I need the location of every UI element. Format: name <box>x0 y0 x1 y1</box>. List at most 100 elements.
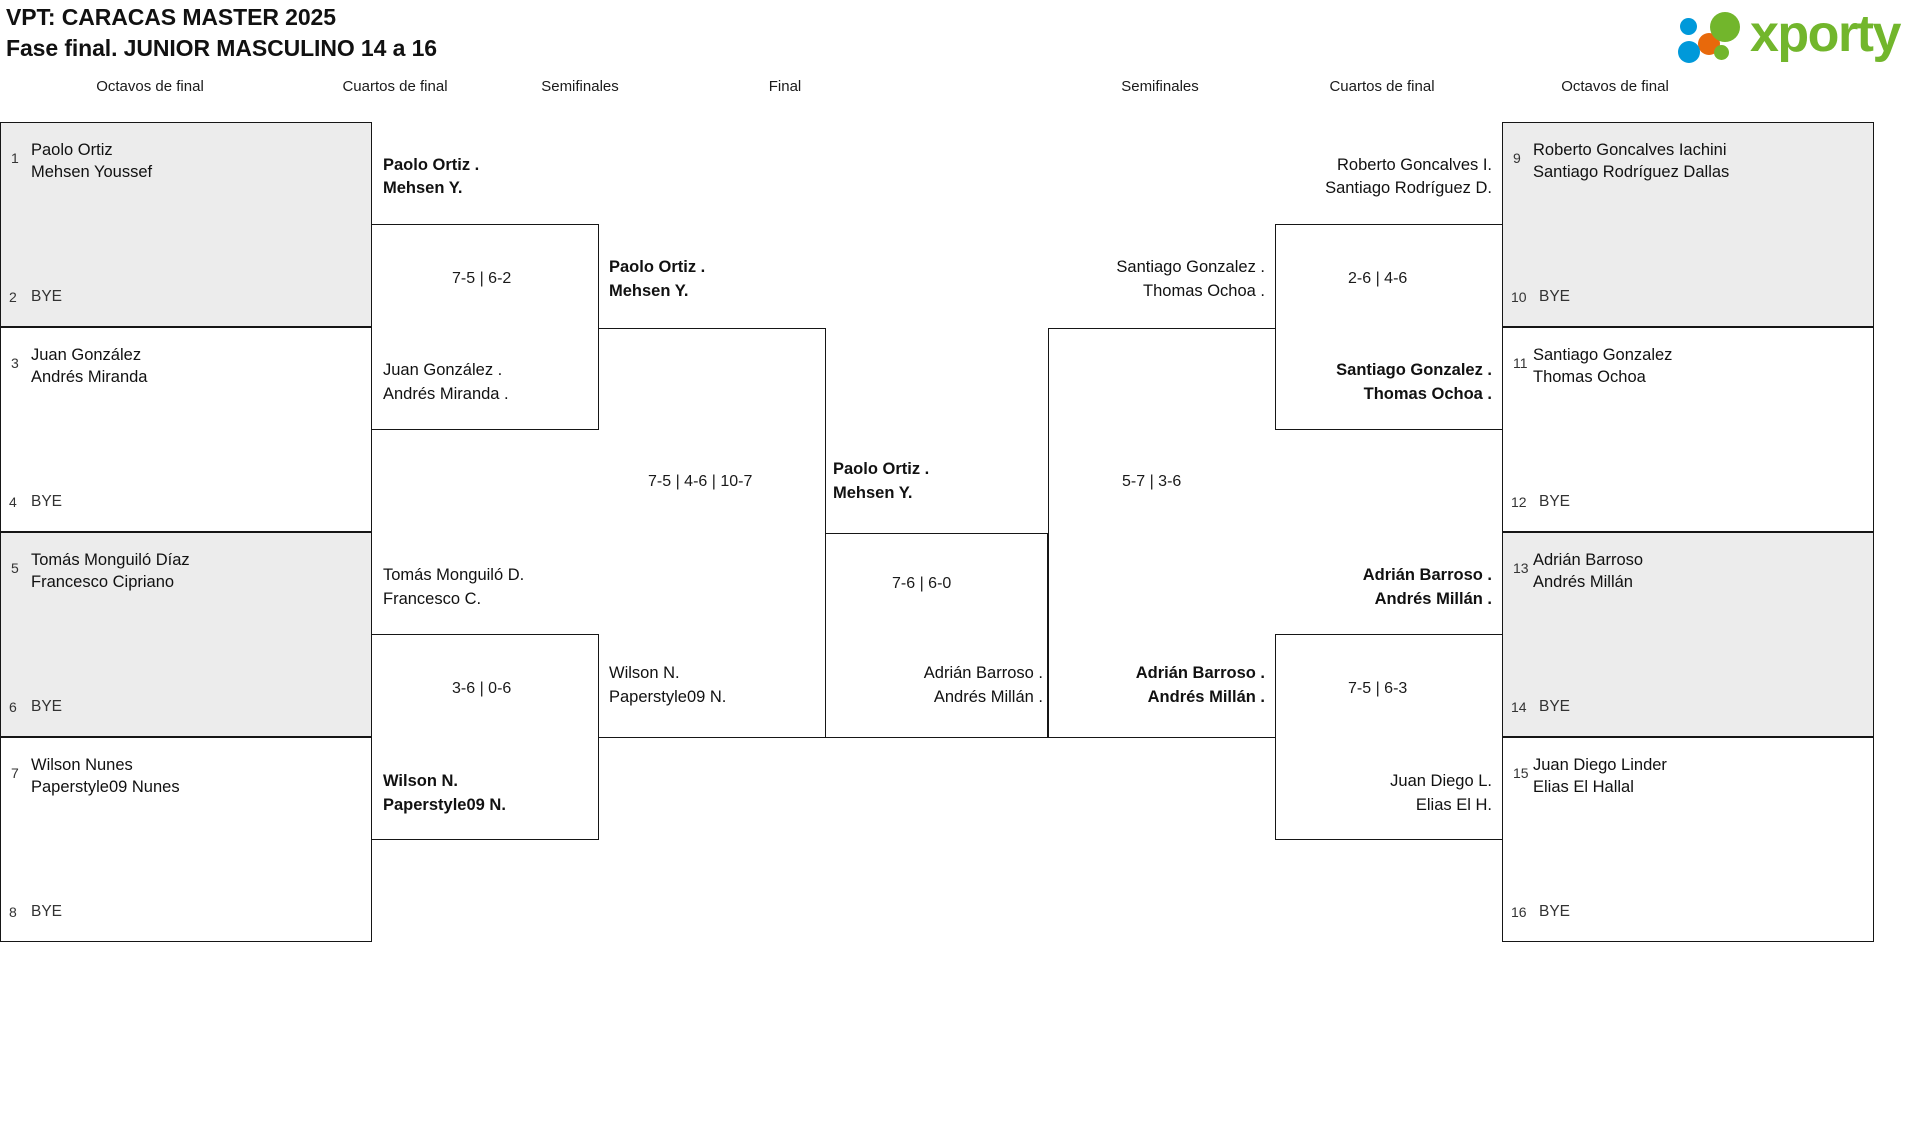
player-name: Roberto Goncalves Iachini <box>1533 141 1727 159</box>
player-name: Juan González <box>31 346 142 364</box>
sf-left-loser-line2: Paperstyle09 N. <box>609 688 727 706</box>
player-name: Tomás Monguiló Díaz <box>31 551 190 569</box>
qf-right-2-score: 7-5 | 6-3 <box>1348 680 1408 697</box>
qf-right-2-winner-line2: Andrés Millán . <box>1374 590 1492 608</box>
round-heading-sf-left: Semifinales <box>541 78 619 95</box>
qf-right-2-winner-line1: Adrián Barroso . <box>1362 566 1492 584</box>
seed-number: 3 <box>11 355 19 371</box>
player-name: Mehsen Youssef <box>31 163 153 181</box>
tournament-phase: Fase final. JUNIOR MASCULINO 14 a 16 <box>6 35 437 61</box>
player-name: Adrián Barroso <box>1533 551 1644 569</box>
player-name: Paperstyle09 Nunes <box>31 778 180 796</box>
r16-left-match-4[interactable]: 7 Wilson Nunes Paperstyle09 Nunes 8 BYE <box>0 737 372 942</box>
qf-right-2-loser-line2: Elias El H. <box>1415 796 1492 814</box>
qf-right-connector-2 <box>1275 634 1502 840</box>
sf-left-connector <box>599 328 826 738</box>
final-loser-line1: Adrián Barroso . <box>923 664 1043 682</box>
seed-number: 7 <box>11 765 19 781</box>
seed-number: 10 <box>1511 289 1527 305</box>
final-score: 7-6 | 6-0 <box>892 575 952 592</box>
sf-left-winner-line2: Mehsen Y. <box>609 282 689 300</box>
round-heading-qf-left: Cuartos de final <box>342 78 448 95</box>
seed-number: 11 <box>1513 355 1528 371</box>
sf-left-winner-line1: Paolo Ortiz . <box>609 258 706 276</box>
sf-right-winner-line2: Andrés Millán . <box>1147 688 1265 706</box>
player-name: Wilson Nunes <box>31 756 133 774</box>
qf-left-2-loser-line1: Tomás Monguiló D. <box>383 566 525 584</box>
seed-number: 13 <box>1513 560 1529 576</box>
round-heading-qf-right: Cuartos de final <box>1329 78 1435 95</box>
player-name: BYE <box>31 288 63 305</box>
qf-left-1-score: 7-5 | 6-2 <box>452 270 512 287</box>
seed-number: 4 <box>9 494 17 510</box>
r16-right-match-1[interactable]: 9 Roberto Goncalves Iachini Santiago Rod… <box>1502 122 1874 327</box>
r16-left-match-1[interactable]: 1 Paolo Ortiz Mehsen Youssef 2 BYE <box>0 122 372 327</box>
logo-dots-icon <box>1678 12 1754 63</box>
sf-left-loser-line1: Wilson N. <box>609 664 680 682</box>
seed-number: 16 <box>1511 904 1527 920</box>
qf-right-1-loser-line1: Roberto Goncalves I. <box>1337 156 1492 174</box>
player-name: Andrés Millán <box>1533 573 1633 591</box>
player-name: Santiago Gonzalez <box>1533 346 1673 364</box>
player-name: Juan Diego Linder <box>1533 756 1667 774</box>
qf-left-2-winner-line2: Paperstyle09 N. <box>383 796 506 814</box>
qf-left-1-loser-line1: Juan González . <box>383 361 503 379</box>
sf-right-loser-line2: Thomas Ochoa . <box>1143 282 1265 300</box>
player-name: Francesco Cipriano <box>31 573 175 591</box>
qf-right-1-winner-line1: Santiago Gonzalez . <box>1336 361 1492 379</box>
qf-left-connector-2 <box>372 634 599 840</box>
r16-left-match-2[interactable]: 3 Juan González Andrés Miranda 4 BYE <box>0 327 372 532</box>
qf-left-2-loser-line2: Francesco C. <box>383 590 482 608</box>
qf-left-2-winner-line1: Wilson N. <box>383 772 459 790</box>
sf-right-score: 5-7 | 3-6 <box>1122 473 1182 490</box>
player-name: Thomas Ochoa <box>1533 368 1646 386</box>
final-winner-line1: Paolo Ortiz . <box>833 460 930 478</box>
sf-left-score: 7-5 | 4-6 | 10-7 <box>648 473 753 490</box>
sf-right-connector <box>1048 328 1275 738</box>
seed-number: 8 <box>9 904 17 920</box>
player-name: Paolo Ortiz <box>31 141 113 159</box>
round-heading-final: Final <box>768 78 802 95</box>
qf-left-connector-1 <box>372 224 599 430</box>
player-name: Andrés Miranda <box>31 368 148 386</box>
xporty-logo: xporty <box>1678 5 1906 64</box>
player-name: BYE <box>1539 698 1571 715</box>
round-heading-sf-right: Semifinales <box>1121 78 1199 95</box>
sf-right-loser-line1: Santiago Gonzalez . <box>1116 258 1265 276</box>
qf-right-2-loser-line1: Juan Diego L. <box>1390 772 1492 790</box>
page-title: VPT: CARACAS MASTER 2025 Fase final. JUN… <box>6 0 437 61</box>
sf-right-winner-line1: Adrián Barroso . <box>1135 664 1265 682</box>
seed-number: 6 <box>9 699 17 715</box>
seed-number: 2 <box>9 289 17 305</box>
qf-right-connector-1 <box>1275 224 1502 430</box>
player-name: Elias El Hallal <box>1533 778 1634 796</box>
seed-number: 12 <box>1511 494 1527 510</box>
final-connector-left <box>826 533 1048 738</box>
round-heading-r16-left: Octavos de final <box>96 78 204 95</box>
r16-right-match-3[interactable]: 13 Adrián Barroso Andrés Millán 14 BYE <box>1502 532 1874 737</box>
seed-number: 5 <box>11 560 19 576</box>
final-loser-line2: Andrés Millán . <box>933 688 1043 706</box>
logo-wordmark: xporty <box>1750 5 1901 63</box>
qf-left-1-loser-line2: Andrés Miranda . <box>383 385 509 403</box>
qf-left-1-winner-line1: Paolo Ortiz . <box>383 156 480 174</box>
player-name: BYE <box>1539 288 1571 305</box>
r16-right-match-2[interactable]: 11 Santiago Gonzalez Thomas Ochoa 12 BYE <box>1502 327 1874 532</box>
player-name: BYE <box>1539 493 1571 510</box>
qf-left-2-score: 3-6 | 0-6 <box>452 680 512 697</box>
r16-left-match-3[interactable]: 5 Tomás Monguiló Díaz Francesco Cipriano… <box>0 532 372 737</box>
round-heading-r16-right: Octavos de final <box>1561 78 1669 95</box>
player-name: BYE <box>31 698 63 715</box>
player-name: BYE <box>31 903 63 920</box>
qf-right-1-winner-line2: Thomas Ochoa . <box>1363 385 1492 403</box>
tournament-name: VPT: CARACAS MASTER 2025 <box>6 4 336 30</box>
qf-right-1-loser-line2: Santiago Rodríguez D. <box>1325 179 1492 197</box>
seed-number: 15 <box>1513 765 1529 781</box>
qf-left-1-winner-line2: Mehsen Y. <box>383 179 463 197</box>
player-name: Santiago Rodríguez Dallas <box>1533 163 1730 181</box>
seed-number: 1 <box>11 150 19 166</box>
player-name: BYE <box>1539 903 1571 920</box>
seed-number: 9 <box>1513 150 1521 166</box>
final-winner-line2: Mehsen Y. <box>833 484 913 502</box>
r16-right-match-4[interactable]: 15 Juan Diego Linder Elias El Hallal 16 … <box>1502 737 1874 942</box>
